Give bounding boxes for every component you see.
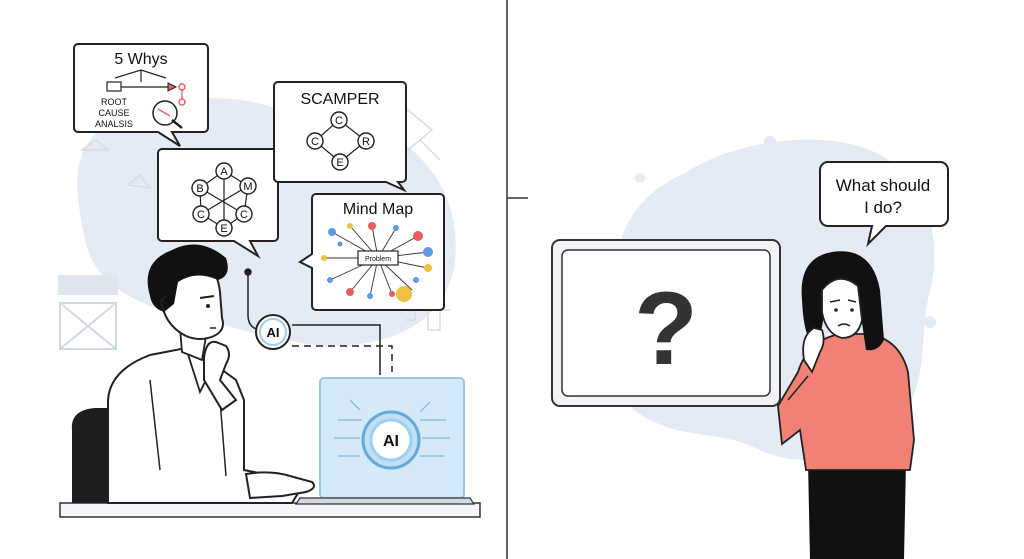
man-hair bbox=[147, 244, 228, 312]
left-panel: 5 Whys ROOT CAUSE ANALSIS bbox=[58, 43, 481, 518]
ai-badge-small-label: AI bbox=[267, 325, 280, 340]
speech-line-2: I do? bbox=[864, 198, 902, 217]
mind-map-center: Problem bbox=[365, 256, 391, 263]
circuit-lines bbox=[334, 399, 450, 457]
scamper-node-left: C bbox=[311, 136, 319, 148]
right-panel: ? What should I do? bbox=[551, 136, 949, 559]
decor-dot bbox=[924, 316, 936, 328]
scamper-node-right: R bbox=[362, 136, 370, 148]
bubble-5-whys-line3: ANALSIS bbox=[95, 119, 133, 129]
decor-panel-x bbox=[59, 302, 117, 350]
bubble-5-whys: 5 Whys ROOT CAUSE ANALSIS bbox=[73, 43, 209, 147]
woman-face bbox=[821, 278, 863, 339]
decor-wave bbox=[405, 304, 450, 331]
decor-triangle bbox=[79, 139, 152, 189]
desk bbox=[59, 502, 481, 518]
laptop: AI bbox=[294, 377, 476, 505]
network-node-c1: C bbox=[197, 209, 205, 221]
bubble-5-whys-line1: ROOT bbox=[101, 97, 128, 107]
question-mark: ? bbox=[634, 271, 698, 387]
bubble-network: A B M C E C bbox=[157, 148, 279, 259]
man-hand-chin bbox=[203, 340, 238, 412]
chair bbox=[71, 408, 112, 503]
network-node-a: A bbox=[220, 166, 228, 178]
speech-line-1: What should bbox=[836, 176, 931, 195]
ai-badge-small: AI bbox=[255, 314, 291, 350]
question-monitor: ? bbox=[551, 239, 781, 407]
decor-panel bbox=[58, 275, 118, 295]
mind-map-nodes bbox=[321, 222, 433, 302]
woman-pants bbox=[808, 462, 906, 559]
magnifier-icon bbox=[152, 100, 183, 129]
woman-hand bbox=[802, 327, 825, 374]
network-node-b: B bbox=[196, 183, 203, 195]
decor-dot bbox=[635, 173, 645, 183]
speech-bubble: What should I do? bbox=[819, 161, 949, 248]
decor-dot bbox=[764, 136, 776, 148]
bubble-5-whys-title: 5 Whys bbox=[114, 51, 167, 68]
bubble-mind-map: Mind Map Problem bbox=[298, 193, 445, 311]
bubble-5-whys-line2: CAUSE bbox=[98, 108, 129, 118]
network-node-c2: C bbox=[240, 209, 248, 221]
bubble-mind-map-title: Mind Map bbox=[343, 201, 413, 218]
thinking-man bbox=[71, 244, 315, 504]
network-node-e: E bbox=[220, 223, 227, 235]
confused-woman bbox=[777, 251, 915, 559]
panel-divider bbox=[506, 0, 528, 559]
bubble-scamper-title: SCAMPER bbox=[300, 91, 379, 108]
scamper-node-bottom: E bbox=[336, 157, 343, 169]
scamper-node-top: C bbox=[335, 115, 343, 127]
ai-badge-laptop-label: AI bbox=[383, 433, 399, 450]
man-hand-laptop bbox=[244, 471, 315, 500]
bubble-scamper: SCAMPER C C R E bbox=[273, 81, 408, 193]
woman-hair bbox=[801, 251, 884, 351]
mind-map-center-box bbox=[357, 250, 399, 266]
network-node-m: M bbox=[243, 181, 252, 193]
